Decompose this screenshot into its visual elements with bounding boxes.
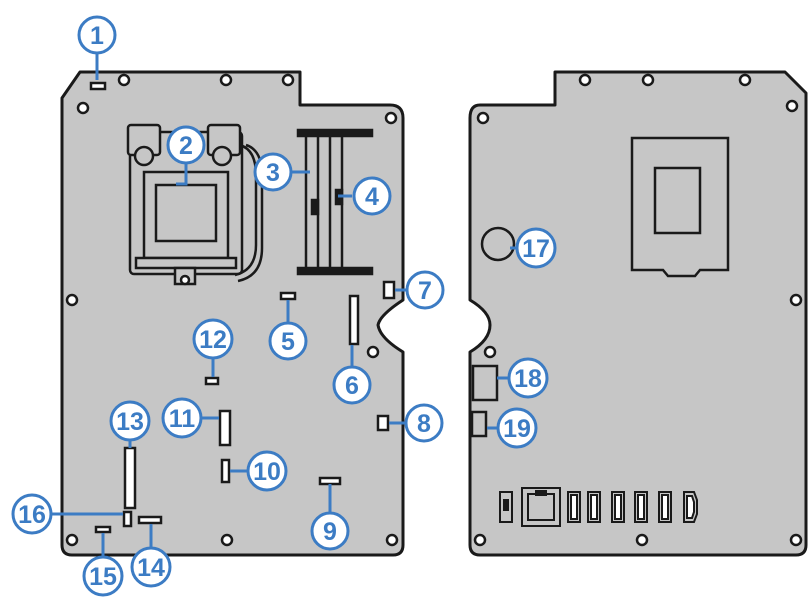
callout-label: 17 [522, 235, 550, 263]
connector-8 [376, 414, 390, 432]
callout-9: 9 [310, 511, 350, 551]
callout-label: 1 [90, 22, 104, 50]
rear-io-ports [499, 487, 698, 527]
rear-board-outline [468, 70, 808, 557]
connector-15 [94, 525, 112, 534]
connector-10 [220, 458, 231, 484]
callout-label: 9 [323, 518, 337, 546]
callout-10: 10 [246, 450, 288, 492]
callout-19: 19 [496, 407, 538, 449]
connector-5 [279, 291, 297, 301]
callout-3: 3 [253, 152, 293, 192]
screw-hole [219, 73, 233, 87]
callout-6: 6 [332, 365, 372, 405]
callout-15: 15 [82, 555, 124, 597]
connector-19 [470, 410, 488, 438]
connector-1 [89, 81, 107, 91]
connector-7 [382, 280, 396, 300]
callout-label: 4 [365, 183, 379, 211]
connector-9 [318, 476, 342, 486]
rear-screw-holes [473, 73, 803, 547]
callout-17: 17 [515, 227, 557, 269]
callout-label: 6 [345, 372, 359, 400]
callout-label: 13 [116, 408, 144, 436]
callout-label: 18 [514, 365, 542, 393]
callout-label: 15 [89, 563, 117, 591]
callout-label: 14 [137, 554, 165, 582]
screw-hole [473, 533, 487, 547]
coin-cell-battery [480, 226, 516, 262]
screw-hole [785, 99, 799, 113]
screw-hole [578, 73, 592, 87]
callout-18: 18 [507, 357, 549, 399]
callout-label: 11 [169, 405, 196, 433]
callout-label: 19 [503, 415, 531, 443]
front-board [60, 70, 405, 557]
leader-lines [52, 52, 516, 556]
cpu-socket [126, 123, 264, 286]
callout-4: 4 [352, 176, 392, 216]
cpu-backplate [630, 136, 730, 278]
screw-hole [65, 533, 79, 547]
callout-14: 14 [130, 546, 172, 588]
rear-connectors [470, 364, 499, 438]
screw-hole [65, 293, 79, 307]
screw-hole [220, 533, 234, 547]
callout-label: 12 [199, 326, 227, 354]
callout-16: 16 [11, 493, 53, 535]
front-screw-holes [65, 73, 399, 547]
connector-16 [122, 510, 133, 528]
connector-14 [137, 515, 163, 525]
screw-hole [789, 533, 803, 547]
connector-11 [218, 409, 232, 447]
memory-slots [296, 128, 374, 276]
screw-hole [483, 345, 497, 359]
callout-7: 7 [405, 270, 445, 310]
screw-hole [641, 73, 655, 87]
connector-13 [123, 446, 137, 510]
screw-hole [76, 101, 90, 115]
screw-hole [366, 345, 380, 359]
callout-label: 5 [281, 328, 295, 356]
front-connectors [89, 81, 396, 534]
connector-12 [204, 376, 220, 386]
callout-2: 2 [166, 125, 206, 165]
screw-hole [281, 73, 295, 87]
callout-label: 16 [18, 501, 46, 529]
callout-label: 2 [179, 132, 193, 160]
callout-label: 3 [266, 159, 280, 187]
callout-12: 12 [192, 318, 234, 360]
connector-18 [471, 364, 499, 402]
callout-5: 5 [268, 321, 308, 361]
connector-6 [348, 294, 360, 346]
screw-hole [385, 533, 399, 547]
callout-13: 13 [109, 400, 151, 442]
screw-hole [476, 111, 490, 125]
screw-hole [635, 533, 649, 547]
callout-label: 10 [253, 458, 281, 486]
screw-hole [738, 73, 752, 87]
rear-board [468, 70, 808, 557]
screw-hole [384, 111, 398, 125]
callout-11: 11 [161, 397, 203, 439]
callout-label: 7 [418, 277, 432, 305]
callout-1: 1 [77, 15, 117, 55]
callout-label: 8 [417, 410, 431, 438]
screw-hole [789, 293, 803, 307]
callouts: 1 2 3 4 5 6 7 8 9 10 11 12 13 14 15 16 1… [11, 15, 557, 597]
callout-8: 8 [404, 403, 444, 443]
screw-hole [117, 73, 131, 87]
